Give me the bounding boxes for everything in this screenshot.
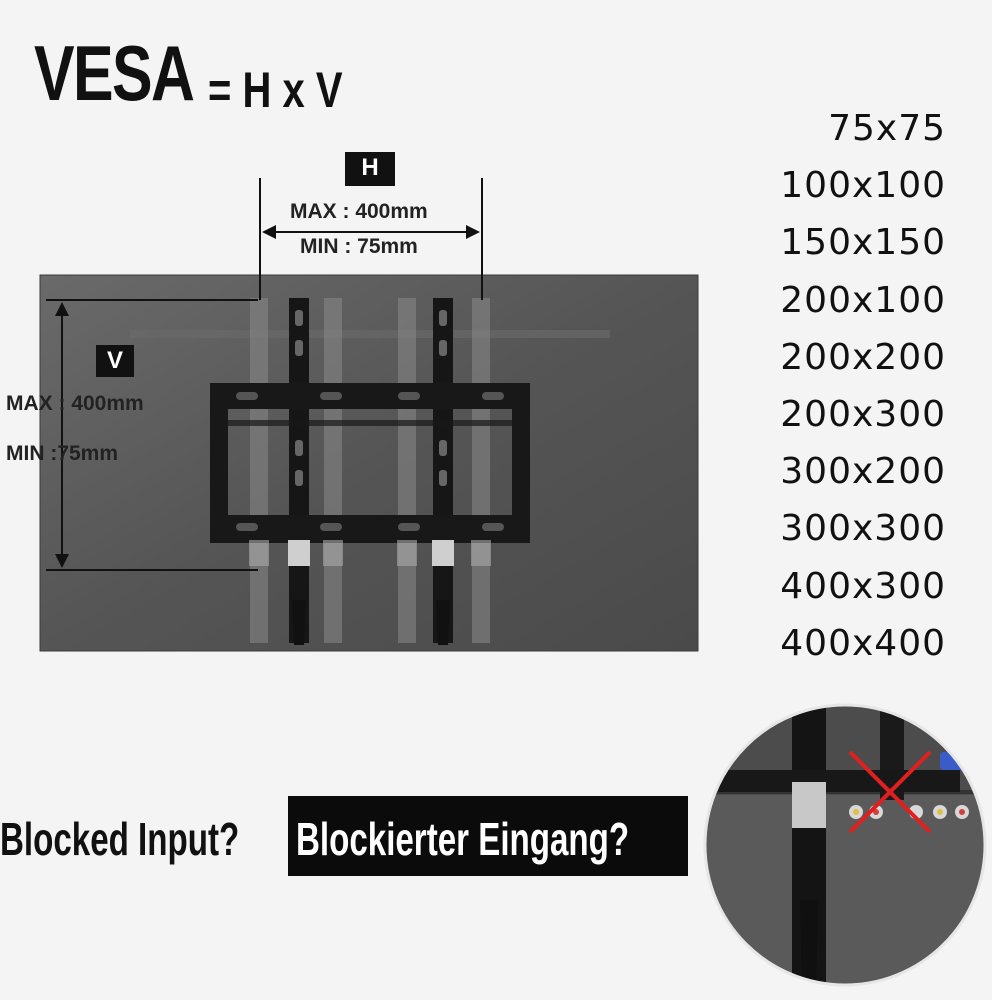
wall-bracket (210, 383, 530, 543)
size-item: 400x400 (780, 622, 946, 664)
page-title: VESA = H x V (34, 28, 377, 119)
v-min: MIN :75mm (6, 442, 119, 465)
h-label: H (345, 152, 395, 186)
v-dimension (46, 299, 258, 571)
question-english: Blocked Input? (0, 813, 240, 865)
size-item: 200x200 (780, 336, 946, 378)
question-german-box (288, 796, 688, 876)
question-german: Blockierter Eingang? (296, 813, 630, 865)
title-vesa: VESA (34, 29, 195, 117)
blocked-input-detail (705, 705, 985, 985)
h-min: MIN : 75mm (300, 235, 418, 258)
safety-latches (249, 540, 491, 645)
size-item: 75x75 (828, 108, 946, 149)
size-item: 300x300 (780, 508, 946, 550)
title-equation: = H x V (208, 62, 343, 118)
size-item: 300x200 (780, 451, 946, 493)
h-max: MAX : 400mm (290, 200, 428, 223)
v-label: V (96, 345, 134, 377)
size-item: 150x150 (780, 222, 946, 264)
h-dimension (259, 178, 483, 300)
size-item: 400x300 (780, 565, 946, 607)
v-max: MAX : 400mm (6, 392, 144, 415)
size-item: 100x100 (780, 165, 946, 207)
size-item: 200x300 (780, 393, 946, 435)
cross-icon (848, 750, 932, 834)
size-item: 200x100 (780, 279, 946, 321)
vesa-size-list: 75x75 100x100 150x150 200x100 200x200 20… (686, 100, 946, 672)
